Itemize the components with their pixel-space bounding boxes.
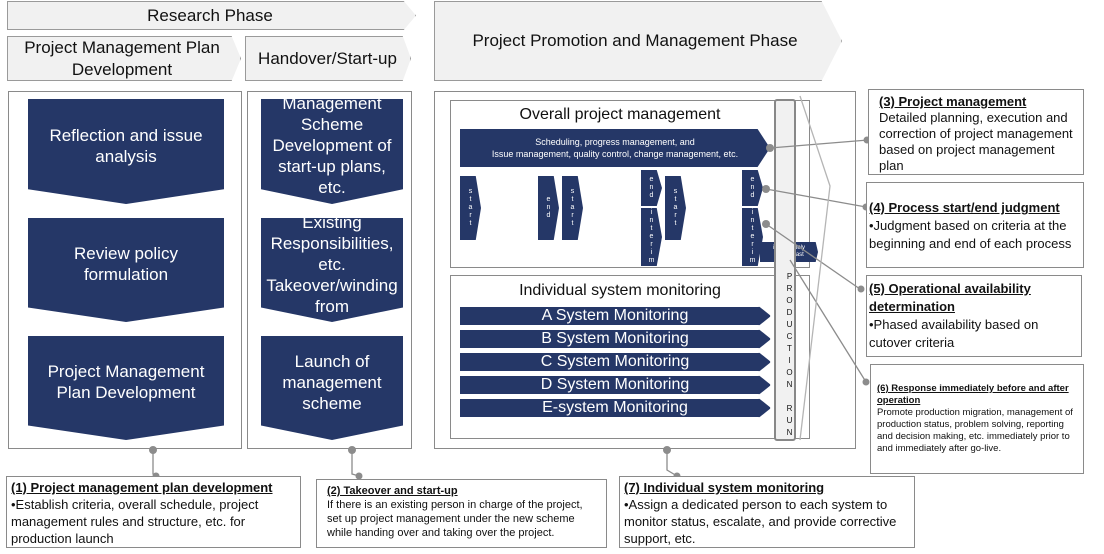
- start-label: start: [467, 188, 474, 228]
- end-marker-2: end: [641, 170, 662, 206]
- interim-label: interim: [749, 209, 756, 265]
- note-1-title: (1) Project management plan development: [11, 480, 273, 495]
- note-project-management: (3) Project management Detailed planning…: [868, 89, 1084, 175]
- reflection-step: Reflection and issue analysis: [28, 99, 224, 204]
- c-system-monitoring: C System Monitoring: [459, 352, 771, 372]
- note-1-body: •Establish criteria, overall schedule, p…: [11, 497, 259, 546]
- interim-label: interim: [648, 209, 655, 265]
- note-process-judgment: (4) Process start/end judgment •Judgment…: [866, 182, 1084, 268]
- a-system-monitoring: A System Monitoring: [459, 306, 771, 326]
- handover-phase-label: Handover/Start-up: [258, 49, 397, 68]
- note-4-body: •Judgment based on criteria at the begin…: [869, 218, 1072, 251]
- note-2-body: If there is an existing person in charge…: [327, 499, 583, 539]
- e-system-monitoring: E-system Monitoring: [459, 398, 771, 418]
- note-5-title: (5) Operational availability determinati…: [869, 281, 1031, 314]
- note-6-title: (6) Response immediately before and afte…: [877, 383, 1069, 406]
- interim-marker-2: interim: [742, 208, 763, 266]
- end-label: end: [648, 176, 655, 200]
- note-takeover: (2) Takeover and start-up If there is an…: [316, 479, 607, 548]
- interim-marker-1: interim: [641, 208, 662, 266]
- note-individual-monitoring: (7) Individual system monitoring •Assign…: [619, 476, 915, 548]
- start-marker-1: start: [460, 176, 481, 240]
- pmpd-step: Project Management Plan Development: [28, 336, 224, 440]
- note-3-title: (3) Project management: [879, 94, 1027, 109]
- start-label: start: [672, 188, 679, 228]
- research-phase-label: Research Phase: [147, 6, 273, 25]
- production-run-label: PRODUCTION RUN: [785, 272, 794, 440]
- scheme-development-step: Management Scheme Development of start-u…: [261, 99, 403, 204]
- start-label: start: [569, 188, 576, 228]
- overall-pm-title: Overall project management: [519, 106, 721, 123]
- b-system-monitoring: B System Monitoring: [459, 329, 771, 349]
- note-2-title: (2) Takeover and start-up: [327, 485, 458, 497]
- policy-step: Review policy formulation: [28, 218, 224, 322]
- note-5-body: •Phased availability based on cutover cr…: [869, 317, 1039, 350]
- end-marker-1: end: [538, 176, 559, 240]
- note-6-body: Promote production migration, management…: [877, 407, 1073, 454]
- research-phase-chevron: [7, 1, 416, 30]
- note-4-title: (4) Process start/end judgment: [869, 200, 1060, 215]
- promotion-phase-label: Project Promotion and Management Phase: [472, 31, 798, 50]
- end-label: end: [545, 196, 552, 220]
- d-system-monitoring: D System Monitoring: [459, 375, 771, 395]
- note-3-body: Detailed planning, execution and correct…: [879, 110, 1073, 173]
- overall-bar-line1: Scheduling, progress management, and: [535, 137, 695, 147]
- overall-pm-bar: Scheduling, progress management, and Iss…: [460, 129, 770, 167]
- promotion-phase-chevron: [434, 1, 842, 81]
- end-label: end: [749, 176, 756, 200]
- start-marker-3: start: [665, 176, 686, 240]
- launch-scheme-step: Launch of management scheme: [261, 336, 403, 440]
- individual-monitoring-title: Individual system monitoring: [519, 282, 721, 299]
- note-plan-development: (1) Project management plan development …: [6, 476, 301, 548]
- note-immediate-response: (6) Response immediately before and afte…: [870, 364, 1084, 474]
- note-availability: (5) Operational availability determinati…: [866, 275, 1082, 357]
- overall-bar-line2: Issue management, quality control, chang…: [491, 149, 739, 159]
- takeover-step: Existing Responsibilities, etc. Takeover…: [261, 218, 403, 322]
- production-run-bar: [774, 99, 796, 441]
- note-7-body: •Assign a dedicated person to each syste…: [624, 497, 897, 546]
- handover-phase-chevron: [245, 36, 411, 81]
- note-7-title: (7) Individual system monitoring: [624, 480, 825, 495]
- pmpd-phase-label: Project Management Plan Development: [24, 38, 220, 79]
- pmpd-phase-chevron: [7, 36, 241, 81]
- end-marker-3: end: [742, 170, 763, 206]
- start-marker-2: start: [562, 176, 583, 240]
